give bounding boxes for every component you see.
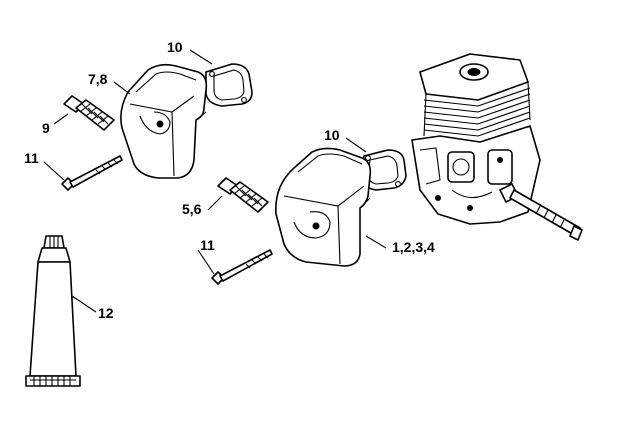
callout-screw-middle: 11 xyxy=(200,237,215,253)
callout-muffler-middle: 1,2,3,4 xyxy=(392,239,435,255)
callout-muffler-upper: 7,8 xyxy=(88,71,108,87)
leader-lines xyxy=(43,49,387,313)
callout-screw-upper: 11 xyxy=(24,150,39,166)
grease-tube-icon xyxy=(25,235,81,387)
leader-spark-arrestor-upper xyxy=(53,113,69,125)
callout-gasket-middle: 10 xyxy=(324,127,340,143)
callout-spark-arrestor-middle: 5,6 xyxy=(182,201,202,217)
leader-muffler-upper xyxy=(113,81,131,95)
gasket-upper-icon xyxy=(205,63,253,107)
spark-arrestor-middle-icon xyxy=(217,177,269,213)
screw-middle-icon xyxy=(211,249,273,285)
leader-screw-upper xyxy=(43,161,65,181)
leader-screw-middle xyxy=(197,249,215,275)
engine-icon xyxy=(411,53,583,241)
spark-arrestor-upper-icon xyxy=(63,95,115,131)
leader-gasket-middle xyxy=(345,137,367,153)
muffler-upper-icon xyxy=(120,63,208,179)
leader-paste-tube xyxy=(71,295,97,313)
leader-spark-arrestor-middle xyxy=(207,195,223,211)
callout-spark-arrestor-upper: 9 xyxy=(42,120,50,136)
screw-upper-icon xyxy=(61,155,123,191)
callout-gasket-upper: 10 xyxy=(167,39,183,55)
muffler-middle-icon xyxy=(275,147,372,267)
leader-muffler-middle xyxy=(365,235,387,249)
callout-paste-tube: 12 xyxy=(98,305,114,321)
leader-gasket-upper xyxy=(189,49,213,65)
